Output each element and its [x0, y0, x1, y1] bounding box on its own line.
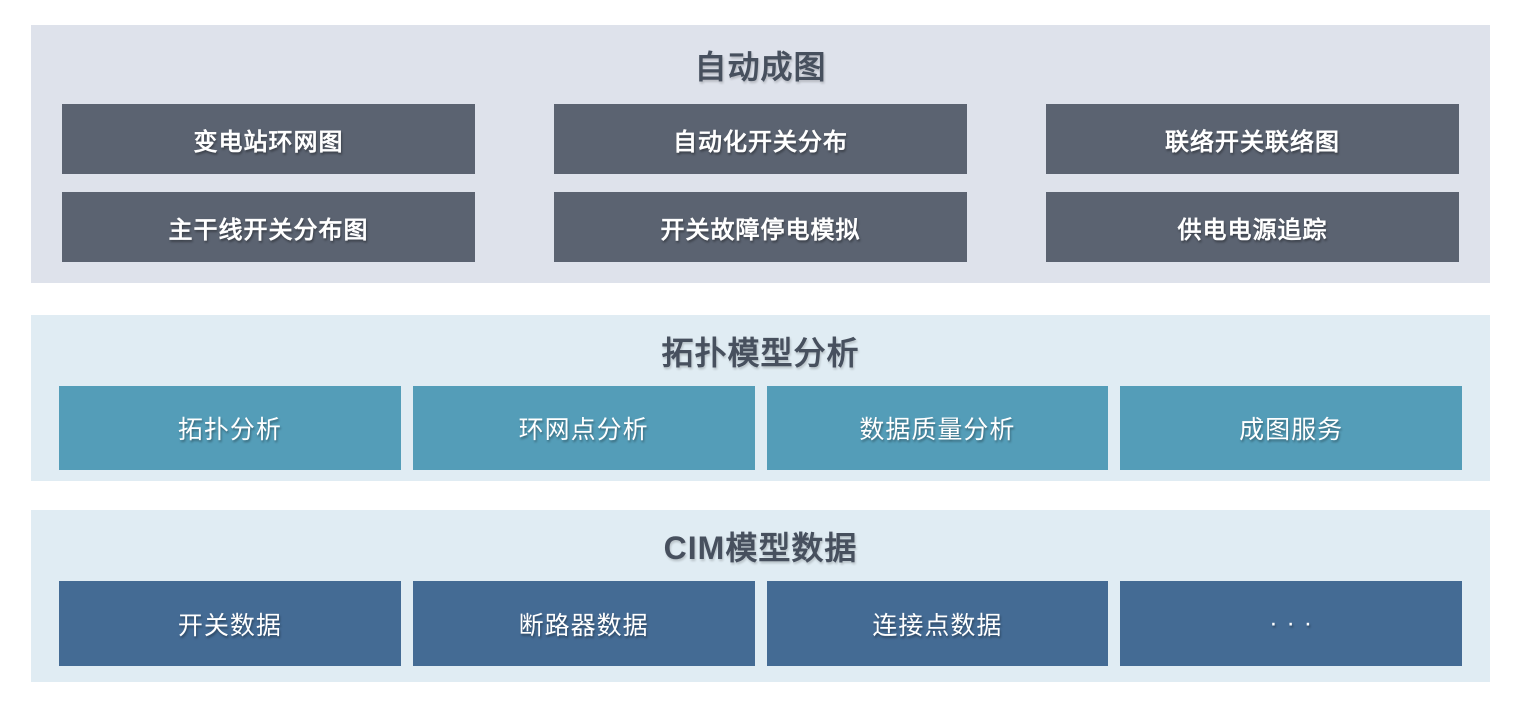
block-connection-point-data: 连接点数据 [766, 581, 1109, 666]
block-switch-data: 开关数据 [59, 581, 401, 666]
block-substation-ring-network-diagram: 变电站环网图 [62, 104, 475, 174]
block-topology-analysis: 拓扑分析 [59, 386, 401, 470]
block-tie-switch-connection-diagram: 联络开关联络图 [1046, 104, 1459, 174]
auto-diagram-row-1: 变电站环网图 自动化开关分布 联络开关联络图 [31, 104, 1490, 174]
block-diagram-generation-service: 成图服务 [1120, 386, 1462, 470]
cim-model-data-title: CIM模型数据 [663, 529, 858, 566]
block-switch-fault-outage-simulation: 开关故障停电模拟 [554, 192, 967, 262]
cim-model-data-layer: CIM模型数据 开关数据 断路器数据 连接点数据 · · · [31, 510, 1490, 682]
block-data-quality-analysis: 数据质量分析 [766, 386, 1109, 470]
auto-diagram-title: 自动成图 [694, 48, 827, 85]
topology-analysis-row: 拓扑分析 环网点分析 数据质量分析 成图服务 [31, 386, 1490, 470]
block-circuit-breaker-data: 断路器数据 [412, 581, 755, 666]
auto-diagram-layer: 自动成图 变电站环网图 自动化开关分布 联络开关联络图 主干线开关分布图 开关故… [31, 25, 1490, 283]
topology-model-analysis-title: 拓扑模型分析 [661, 334, 860, 371]
block-trunk-line-switch-distribution-diagram: 主干线开关分布图 [62, 192, 475, 262]
cim-data-row: 开关数据 断路器数据 连接点数据 · · · [31, 581, 1490, 666]
block-power-supply-source-tracing: 供电电源追踪 [1046, 192, 1459, 262]
block-ellipsis-more-data: · · · [1120, 581, 1462, 666]
block-automated-switch-distribution: 自动化开关分布 [554, 104, 967, 174]
topology-model-analysis-layer: 拓扑模型分析 拓扑分析 环网点分析 数据质量分析 成图服务 [31, 315, 1490, 481]
block-ring-network-point-analysis: 环网点分析 [412, 386, 755, 470]
auto-diagram-row-2: 主干线开关分布图 开关故障停电模拟 供电电源追踪 [31, 192, 1490, 262]
